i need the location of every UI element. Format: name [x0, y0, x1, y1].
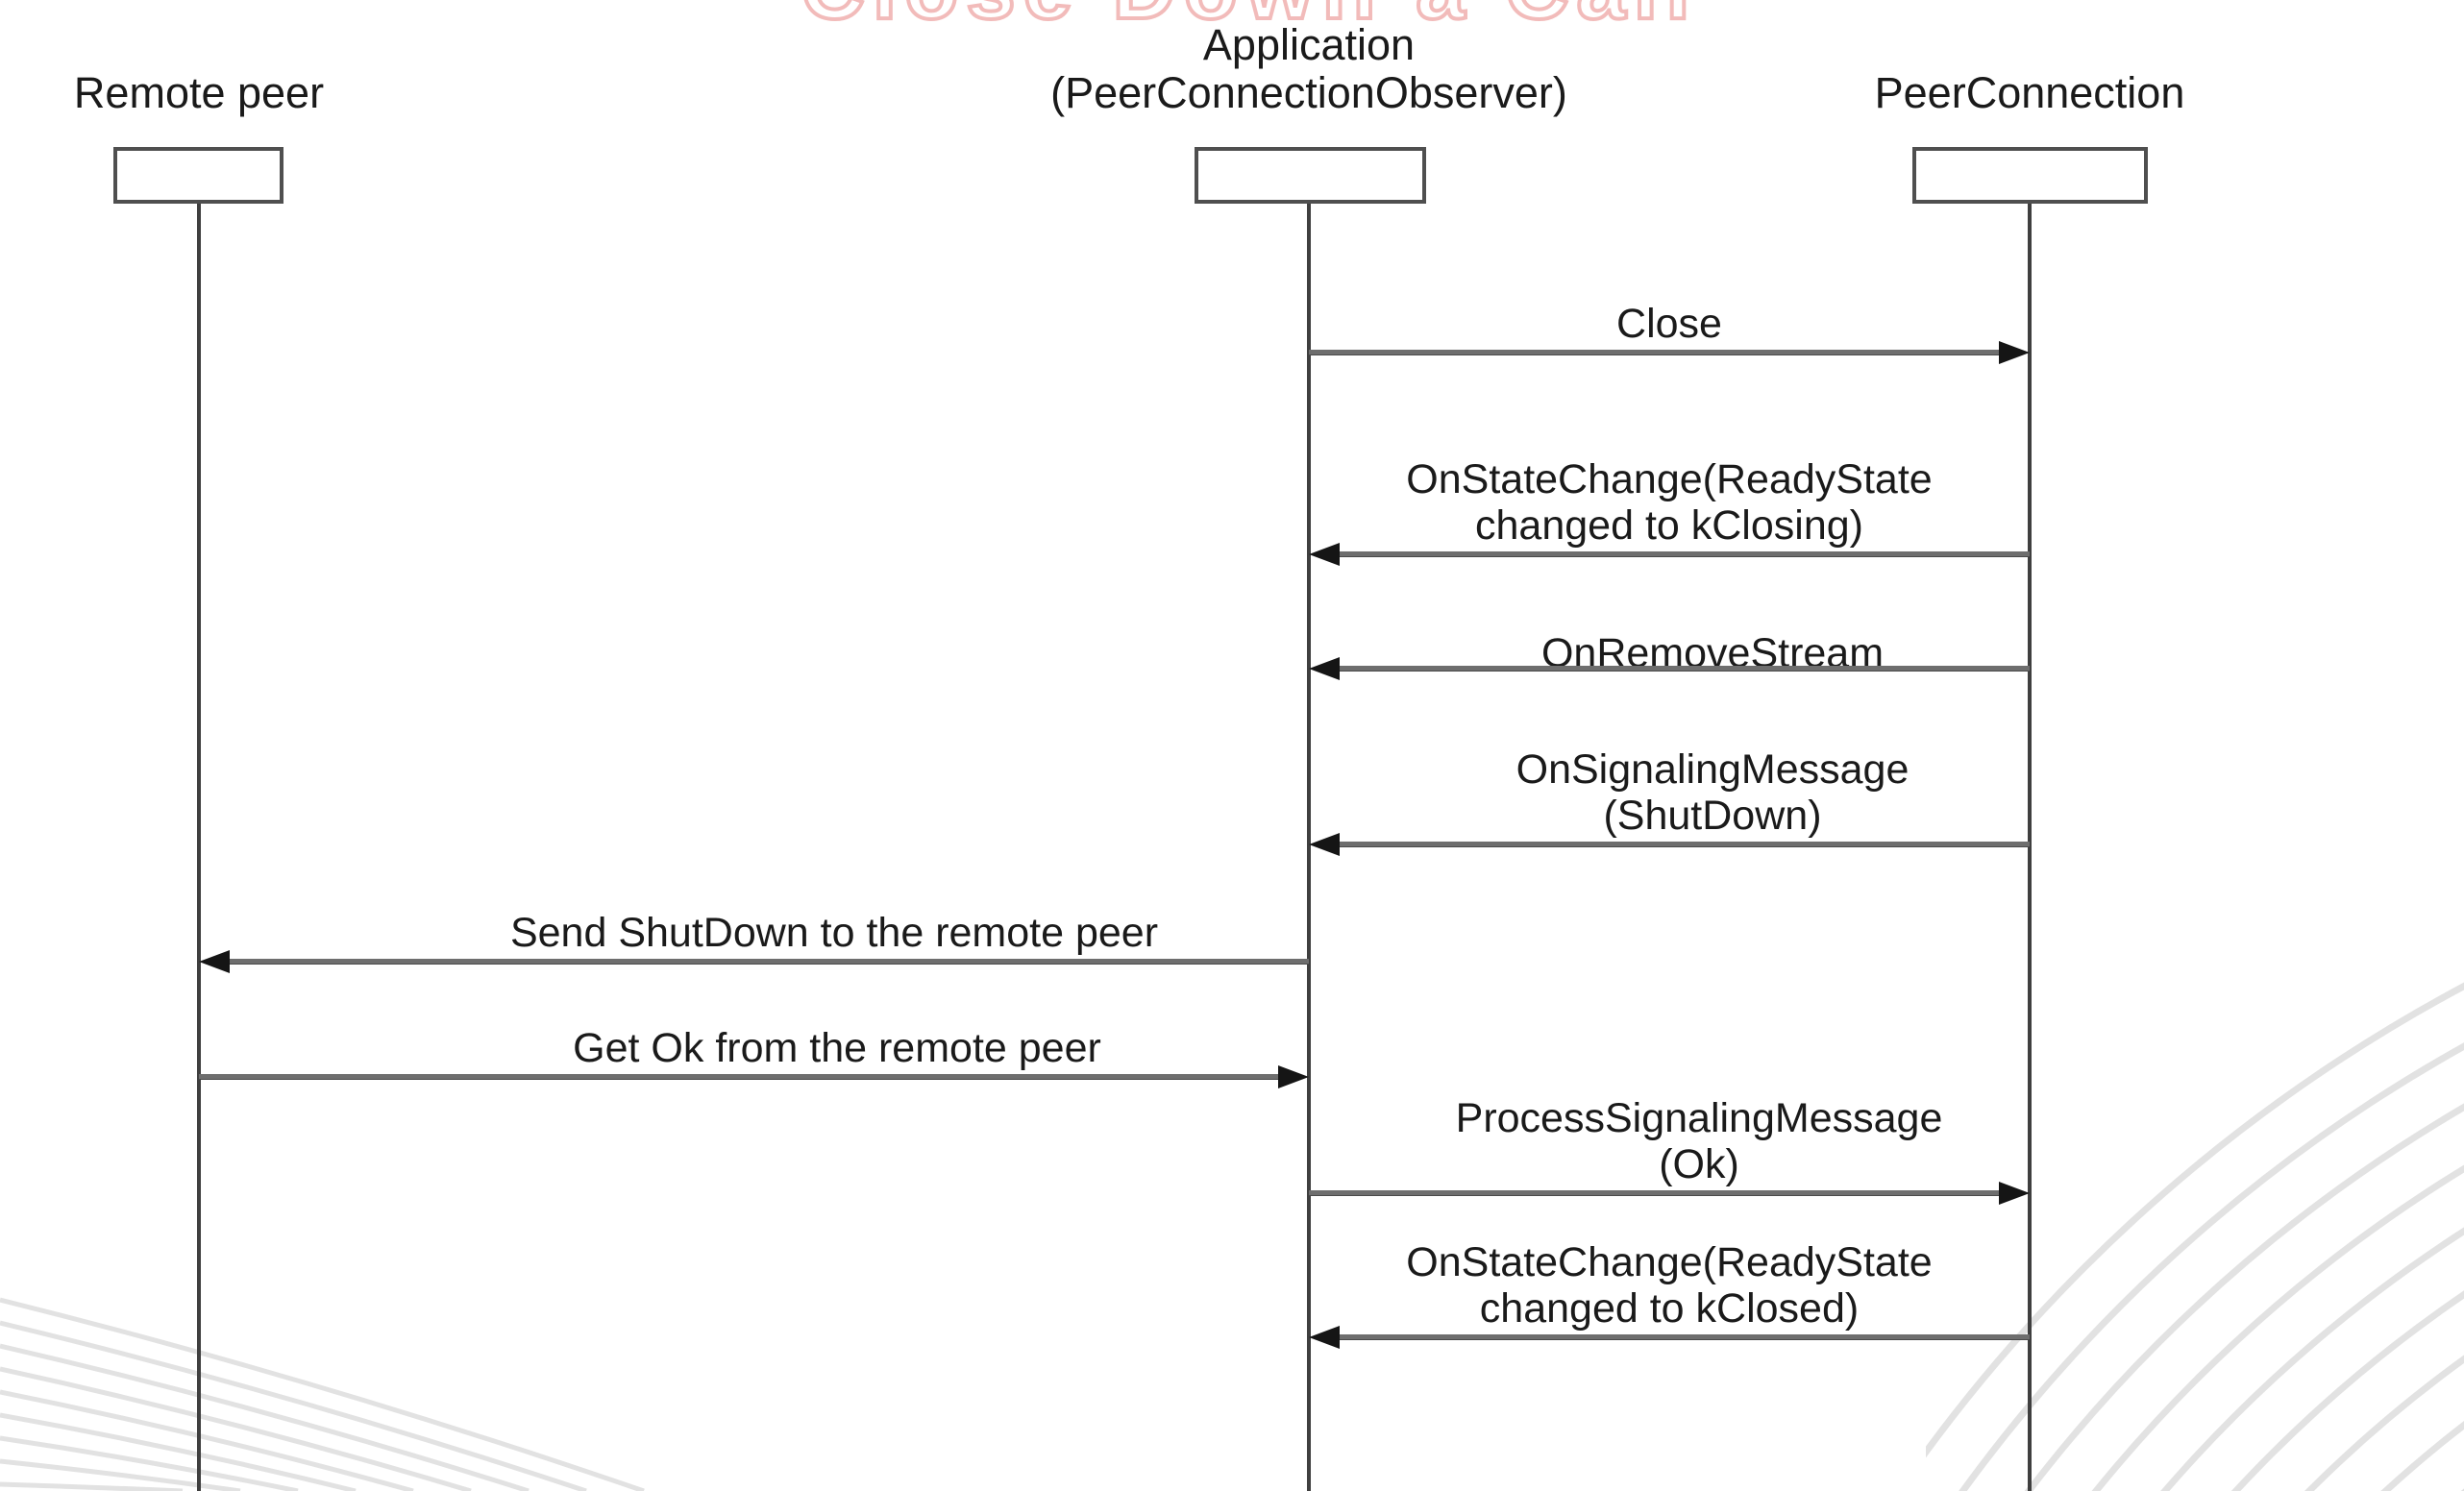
message-arrow-head	[1309, 833, 1340, 856]
message-arrow-line	[1334, 1334, 2030, 1339]
decor-arc	[0, 1458, 241, 1491]
decor-arcs-bottom-right	[1926, 983, 2464, 1491]
decor-arc	[2025, 1103, 2464, 1491]
decor-arc	[2092, 1164, 2464, 1491]
message-label: Close	[1616, 301, 1722, 347]
message-arrow-head	[1309, 1326, 1340, 1349]
message-label: Send ShutDown to the remote peer	[510, 910, 1158, 956]
actor-label: Remote peer	[74, 69, 324, 117]
message-label-line: (ShutDown)	[1603, 793, 1822, 839]
message-label-line: OnStateChange(ReadyState	[1406, 1239, 1933, 1285]
actor-label-line: (PeerConnectionObserver)	[1050, 68, 1567, 117]
actor-label-line: Application	[1202, 20, 1416, 69]
decor-arc	[2380, 1421, 2464, 1491]
actor-header-box	[113, 147, 283, 204]
actor-header-box	[1195, 147, 1426, 204]
message-label-line: changed to kClosed)	[1479, 1285, 1860, 1332]
actor-label-line: Remote peer	[73, 68, 325, 117]
message-arrow-line	[1309, 350, 2005, 354]
actor-label: PeerConnection	[1875, 69, 2185, 117]
decor-arc	[0, 1435, 299, 1491]
lifeline-peerconnection	[2028, 204, 2032, 1491]
message-arrow-line	[224, 959, 1309, 964]
lifeline-remote-peer	[197, 204, 201, 1491]
message-arrow-head	[1999, 341, 2030, 364]
message-label-line: Send ShutDown to the remote peer	[509, 910, 1159, 956]
message-label: ProcessSignalingMessage(Ok)	[1456, 1095, 1943, 1187]
page-title: Close Down a Call	[799, 0, 1698, 39]
actor-label-line: PeerConnection	[1874, 68, 2185, 117]
decor-arc	[0, 1320, 587, 1491]
message-arrow-head	[1278, 1065, 1309, 1088]
message-label-line: ProcessSignalingMessage	[1455, 1095, 1943, 1141]
message-label-line: (Ok)	[1659, 1141, 1739, 1187]
message-arrow-line	[199, 1074, 1284, 1079]
message-arrow-head	[1309, 657, 1340, 680]
message-label-line: Close	[1616, 301, 1722, 347]
decor-arc	[2461, 1488, 2464, 1491]
message-label-line: OnSignalingMessage	[1515, 746, 1910, 793]
decor-arc	[0, 1389, 414, 1491]
decor-arc	[0, 1412, 357, 1491]
decor-arc	[0, 1343, 530, 1491]
message-label-line: changed to kClosing)	[1475, 502, 1863, 549]
message-label-line: Get Ok from the remote peer	[573, 1025, 1101, 1071]
decor-arc	[2160, 1227, 2464, 1491]
actor-header-box	[1912, 147, 2148, 204]
decor-arc	[2231, 1290, 2464, 1491]
decor-arcs-bottom-left	[0, 1297, 645, 1491]
decor-arc	[1926, 983, 2464, 1459]
message-arrow-line	[1309, 1190, 2005, 1195]
message-label: OnSignalingMessage(ShutDown)	[1516, 746, 1910, 839]
message-arrow-head	[1999, 1182, 2030, 1205]
message-arrow-head	[1309, 543, 1340, 566]
decor-arc	[0, 1297, 645, 1491]
decor-arc	[1959, 1042, 2464, 1491]
message-arrow-line	[1334, 666, 2030, 671]
message-arrow-line	[1334, 551, 2030, 556]
decor-arc	[2304, 1355, 2464, 1491]
decor-arc	[0, 1366, 472, 1491]
message-arrow-head	[199, 950, 230, 973]
decor-arc	[0, 1481, 184, 1491]
message-label: Get Ok from the remote peer	[573, 1025, 1101, 1071]
message-label-line: OnStateChange(ReadyState	[1406, 456, 1933, 502]
message-arrow-line	[1334, 842, 2030, 846]
actor-label: Application(PeerConnectionObserver)	[1050, 21, 1567, 117]
